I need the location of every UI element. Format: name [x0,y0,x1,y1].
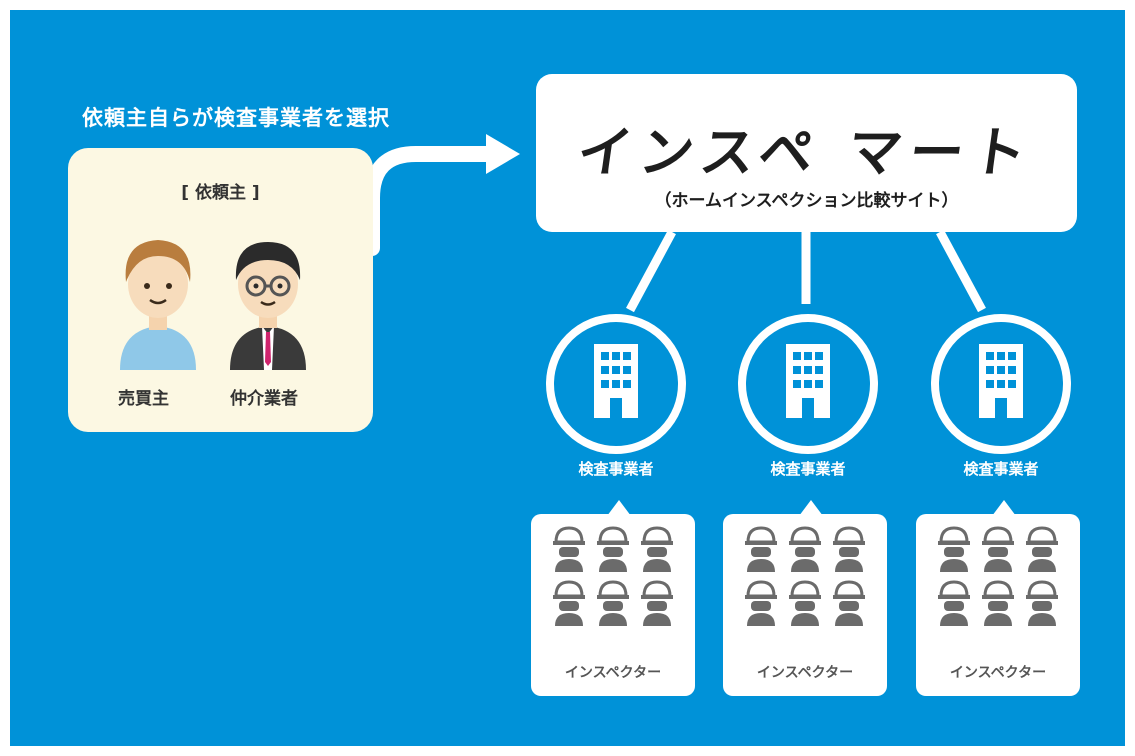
business-label: 検査事業者 [963,460,1039,478]
callout-pointer [799,500,823,516]
inspector-icon [789,526,821,572]
inspector-icon [597,580,629,626]
agent-person-icon [230,242,306,370]
inspector-card: インスペクター [916,514,1080,696]
callout-pointer [992,500,1016,516]
inspector-icon [641,526,673,572]
inspector-icon [553,526,585,572]
inspector-card: インスペクター [723,514,887,696]
business-label: 検査事業者 [770,460,846,478]
inspector-icon [1026,580,1058,626]
buyer-label: 売買主 [118,389,169,409]
inspector-label: インスペクター [564,665,662,681]
inspector-icon [745,580,777,626]
inspector-figures [938,526,1058,626]
inspe-mart-logo: インスペ マート [573,121,1039,184]
connector-line-1 [626,229,676,313]
inspector-icon [982,526,1014,572]
inspector-icon [745,526,777,572]
buyer-person-icon [120,240,196,370]
building-icon [546,314,686,454]
building-icon [738,314,878,454]
inspector-icon [982,580,1014,626]
inspector-figures [745,526,865,626]
callout-pointer [607,500,631,516]
inspector-icon [641,580,673,626]
diagram-canvas: 依頼主自らが検査事業者を選択 [ 依頼主 ] [10,10,1125,746]
inspe-mart-subtitle: （ホームインスペクション比較サイト） [654,191,959,211]
inspector-label: インスペクター [756,665,854,681]
selection-arrow-head [486,134,520,174]
inspector-figures [553,526,673,626]
inspector-icon [789,580,821,626]
business-label: 検査事業者 [578,460,654,478]
inspector-icon [938,526,970,572]
inspector-icon [938,580,970,626]
inspector-card: インスペクター [531,514,695,696]
building-icon [931,314,1071,454]
selection-arrow-line [364,146,506,256]
connector-line-3 [936,229,986,313]
client-card: [ 依頼主 ] 売買主 仲介業者 [68,148,373,432]
agent-label: 仲介業者 [230,389,298,409]
inspector-label: インスペクター [949,665,1047,681]
inspector-icon [833,580,865,626]
inspe-mart-box: インスペ マート （ホームインスペクション比較サイト） [536,74,1077,232]
client-title: [ 依頼主 ] [181,183,260,203]
inspector-icon [833,526,865,572]
inspector-icon [553,580,585,626]
diagram-heading: 依頼主自らが検査事業者を選択 [82,106,390,130]
inspector-icon [597,526,629,572]
inspector-icon [1026,526,1058,572]
